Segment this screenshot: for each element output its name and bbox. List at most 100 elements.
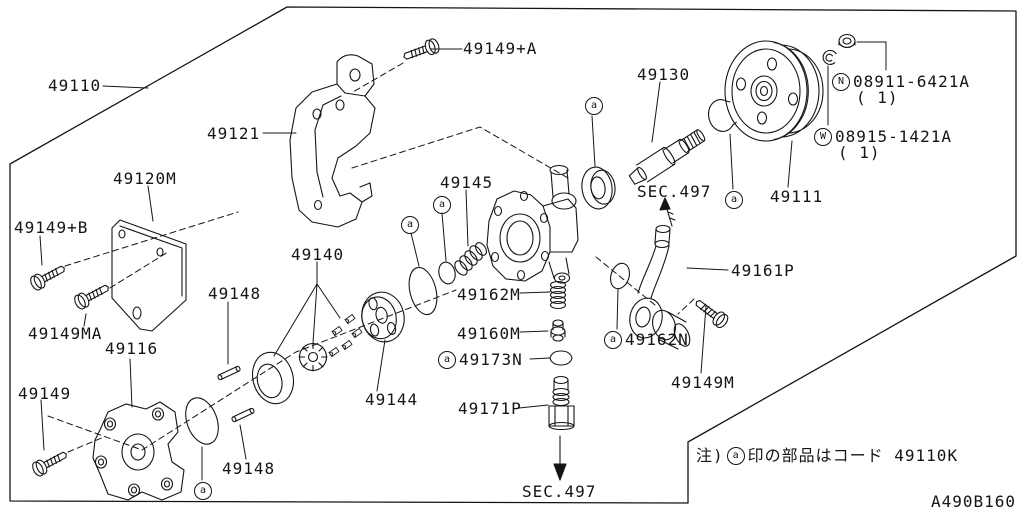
label-49149-text: 49149: [18, 384, 72, 403]
label-49149-plus-a-text: 49149+A: [463, 39, 538, 58]
footnote-prefix: 注): [696, 445, 724, 465]
bolt-49149m-icon: [691, 295, 731, 331]
circle-W-marker: W: [814, 128, 832, 146]
nut-icon: [838, 33, 856, 49]
footnote-body: 印の部品はコード 49110K: [747, 445, 959, 465]
label-49149-plus-b: 49149+B: [14, 218, 89, 237]
label-08915-qty: ( 1): [838, 143, 881, 162]
label-49148-lower-text: 49148: [222, 459, 276, 478]
label-08911-qty-text: ( 1): [856, 88, 899, 107]
label-49149m: 49149M: [671, 373, 735, 392]
label-sec-497-shaft-text: SEC.497: [637, 182, 712, 201]
bolt-49149ma-icon: [71, 279, 113, 312]
label-49140-text: 49140: [291, 245, 345, 264]
part-pin-49148-lower: [230, 407, 256, 423]
leader-lines: [39, 41, 887, 481]
bolt-49149a-icon: [400, 36, 442, 65]
part-valve-49160m: [550, 319, 566, 342]
label-49130: 49130: [637, 65, 691, 84]
label-49162n-text: 49162N: [625, 329, 689, 349]
label-49111-text: 49111: [770, 187, 824, 206]
label-49173n-text: 49173N: [459, 349, 523, 369]
marker-a-snap-ring: a: [725, 191, 743, 209]
sec497-down-arrow: [553, 435, 567, 481]
label-49162m-text: 49162M: [457, 285, 521, 304]
label-sec-497-valve-text: SEC.497: [522, 482, 597, 501]
drawing-number: A490B160: [931, 492, 1017, 511]
dashed-assembly-lines: [47, 62, 695, 453]
part-side-plate-49144: [361, 291, 405, 343]
marker-a-oring-small: a: [433, 196, 451, 214]
part-shaft-49130: [628, 129, 706, 185]
part-oring-small: [438, 261, 456, 285]
circle-a-marker: a: [438, 351, 456, 369]
label-49148-upper-text: 49148: [208, 284, 262, 303]
label-08911-6421a-text: 08911-6421A: [853, 71, 970, 91]
label-49148-lower: 49148: [222, 459, 276, 478]
circle-a-marker: a: [604, 331, 622, 349]
washer-icon: [822, 49, 837, 65]
label-49120m-text: 49120M: [113, 169, 177, 188]
label-08911-qty: ( 1): [856, 88, 899, 107]
label-49160m-text: 49160M: [457, 324, 521, 343]
sec497-up-arrow: [659, 197, 676, 227]
part-oring-49173n: [549, 350, 573, 366]
part-bracket-49120m: [111, 219, 187, 332]
bolt-49149b-icon: [27, 260, 69, 293]
part-rotor: [298, 342, 328, 372]
label-49171p-text: 49171P: [458, 399, 522, 418]
label-49149-plus-a: 49149+A: [463, 39, 538, 58]
part-pump-front-49116: [92, 401, 185, 501]
part-connector-49171p: [548, 375, 575, 431]
label-49149m-text: 49149M: [671, 373, 735, 392]
label-49161p: 49161P: [731, 261, 795, 280]
label-49144-text: 49144: [365, 390, 419, 409]
label-sec-497-shaft: SEC.497: [637, 182, 712, 201]
label-49121-text: 49121: [207, 124, 261, 143]
label-49149: 49149: [18, 384, 72, 403]
label-49162m: 49162M: [457, 285, 521, 304]
label-49149ma-text: 49149MA: [28, 324, 103, 343]
label-08915-1421a-text: 08915-1421A: [835, 126, 952, 146]
part-seal-ring: [581, 166, 616, 210]
label-49161p-text: 49161P: [731, 261, 795, 280]
frame-border: [9, 6, 1017, 504]
circle-a-marker: a: [433, 196, 451, 214]
part-oring-49162n: [609, 262, 631, 290]
label-49116-text: 49116: [105, 339, 159, 358]
label-49160m: 49160M: [457, 324, 521, 343]
label-49145: 49145: [440, 174, 493, 192]
circle-N-marker: N: [832, 73, 850, 91]
label-49140: 49140: [291, 245, 345, 264]
part-vanes: [328, 314, 363, 357]
label-sec-497-valve: SEC.497: [522, 482, 597, 501]
label-49171p: 49171P: [458, 399, 522, 418]
part-bracket-49121: [289, 54, 376, 228]
label-49130-text: 49130: [637, 65, 691, 84]
label-49149ma: 49149MA: [28, 324, 103, 343]
circle-a-marker: a: [585, 97, 603, 115]
marker-a-oring-large: a: [401, 216, 419, 234]
circle-a-marker: a: [194, 482, 212, 500]
circle-a-marker: a: [726, 447, 745, 465]
circle-a-marker: a: [401, 216, 419, 234]
label-49149-plus-b-text: 49149+B: [14, 218, 89, 237]
bolt-49149-icon: [29, 446, 71, 479]
part-spring-49145: [454, 242, 488, 276]
part-pin-49148-upper: [216, 365, 242, 381]
label-49111: 49111: [770, 187, 824, 206]
label-49144: 49144: [365, 390, 419, 409]
part-hose-49161p: [629, 224, 691, 350]
part-gasket: [185, 397, 219, 445]
label-49120m: 49120M: [113, 169, 177, 188]
label-49110: 49110: [48, 77, 101, 95]
label-08915-qty-text: ( 1): [838, 143, 881, 162]
part-rear-body: [486, 164, 579, 284]
label-49148-upper: 49148: [208, 284, 262, 303]
